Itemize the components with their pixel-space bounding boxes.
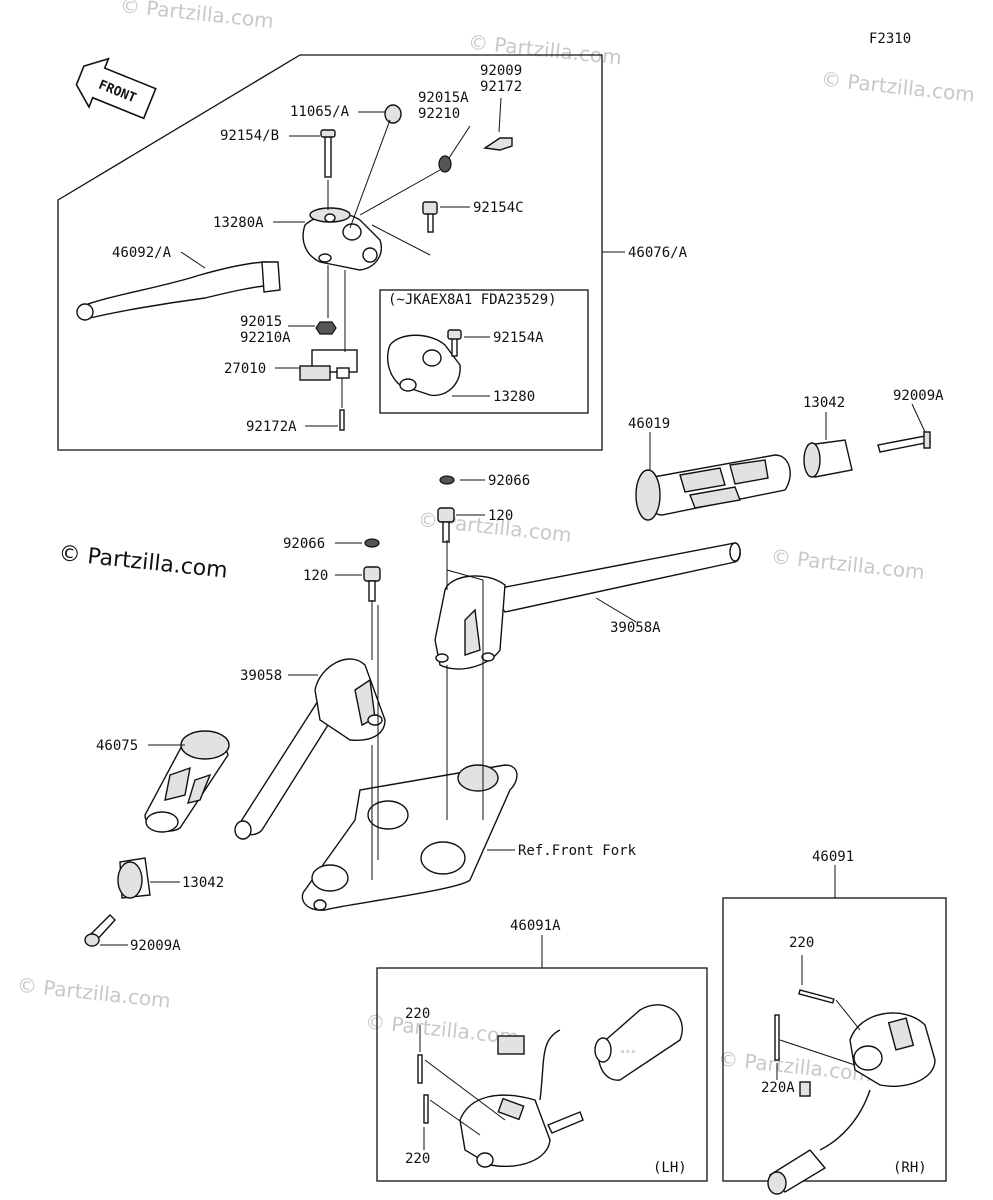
label-220-a: 220 [405, 1006, 430, 1022]
inset-title: (~JKAEX8A1 FDA23529) [388, 292, 557, 308]
label-rh: (RH) [893, 1160, 927, 1176]
bolt-head-92154b [320, 129, 336, 138]
label-92154c: 92154C [473, 200, 524, 216]
screw-92009 [483, 137, 513, 151]
label-92154b: 92154/B [220, 128, 279, 144]
label-120-left: 120 [303, 568, 328, 584]
figure-code: F2310 [869, 31, 911, 47]
label-46091: 46091 [812, 849, 854, 865]
grip-46019 [635, 454, 791, 521]
nut-92015 [315, 321, 337, 335]
bolt-120-left [363, 566, 381, 602]
label-lh: (LH) [653, 1160, 687, 1176]
screw-220a [774, 1014, 780, 1061]
label-92210a: 92210A [240, 330, 291, 346]
watermark: © Partzilla.com [770, 544, 926, 584]
label-92066-left: 92066 [283, 536, 325, 552]
label-46092a: 46092/A [112, 245, 172, 261]
weight-13042-bottom [117, 857, 151, 899]
label-11065a: 11065/A [290, 104, 350, 120]
rh-switch [767, 1012, 936, 1195]
label-92172a: 92172A [246, 419, 297, 435]
watermark-main: © Partzilla.com [57, 541, 228, 584]
switch-27010 [299, 349, 358, 381]
watermark: © Partzilla.com [364, 1009, 520, 1049]
grip-46075 [144, 730, 230, 833]
watermark: © Partzilla.com [16, 973, 172, 1013]
screw-220-rh [798, 989, 835, 1004]
screw-92172a [339, 409, 345, 431]
weight-13042-top [803, 439, 853, 478]
label-92009: 92009 [480, 63, 522, 79]
screw-220-b [423, 1094, 429, 1124]
washer-92015a [438, 155, 452, 173]
watermark: © Partzilla.com [820, 67, 976, 107]
label-220a: 220A [761, 1080, 795, 1096]
label-46019: 46019 [628, 416, 670, 432]
washer-92066-top [439, 475, 455, 485]
label-120-top: 120 [488, 508, 513, 524]
label-92015a: 92015A [418, 90, 469, 106]
front-arrow-icon: FRONT [75, 57, 157, 120]
watermark: © Partzilla.com [717, 1046, 873, 1086]
label-46075: 46075 [96, 738, 138, 754]
label-92172: 92172 [480, 79, 522, 95]
label-92066-top: 92066 [488, 473, 530, 489]
label-92210: 92210 [418, 106, 460, 122]
label-92154a: 92154A [493, 330, 544, 346]
watermarks: © Partzilla.com © Partzilla.com © Partzi… [16, 0, 976, 1086]
label-13280a: 13280A [213, 215, 264, 231]
label-46091a: 46091A [510, 918, 561, 934]
handlebar-39058a [434, 542, 741, 670]
screw-220-a [417, 1054, 423, 1084]
label-13042-top: 13042 [803, 395, 845, 411]
label-92009a-bottom: 92009A [130, 938, 181, 954]
label-ref-front-fork: Ref.Front Fork [518, 843, 637, 859]
lh-switch: ◦◦◦ [459, 1004, 683, 1168]
svg-text:◦◦◦: ◦◦◦ [620, 1048, 636, 1058]
label-13280: 13280 [493, 389, 535, 405]
label-27010: 27010 [224, 361, 266, 377]
bolt-92154c [427, 211, 434, 233]
bolt-120-top [437, 507, 455, 543]
inset-box [379, 289, 589, 414]
screw-92009a-top [877, 431, 932, 453]
brake-lever [76, 261, 281, 321]
lever-bracket [302, 207, 382, 271]
watermark: © Partzilla.com [119, 0, 275, 33]
label-39058: 39058 [240, 668, 282, 684]
bolt-92154b [324, 134, 332, 178]
label-220-b: 220 [405, 1151, 430, 1167]
label-92015: 92015 [240, 314, 282, 330]
triple-clamp [301, 764, 518, 911]
washer-92066-left [364, 538, 380, 548]
label-220-rh: 220 [789, 935, 814, 951]
label-46076a: 46076/A [628, 245, 688, 261]
label-39058a: 39058A [610, 620, 661, 636]
inset-clamp-13280 [387, 329, 462, 397]
bolt-head-92154c [422, 201, 438, 215]
screw-92009a-bottom [84, 914, 116, 947]
label-13042-bottom: 13042 [182, 875, 224, 891]
cap-11065a [384, 104, 402, 124]
label-92009a-top: 92009A [893, 388, 944, 404]
handlebar-39058 [234, 658, 386, 840]
